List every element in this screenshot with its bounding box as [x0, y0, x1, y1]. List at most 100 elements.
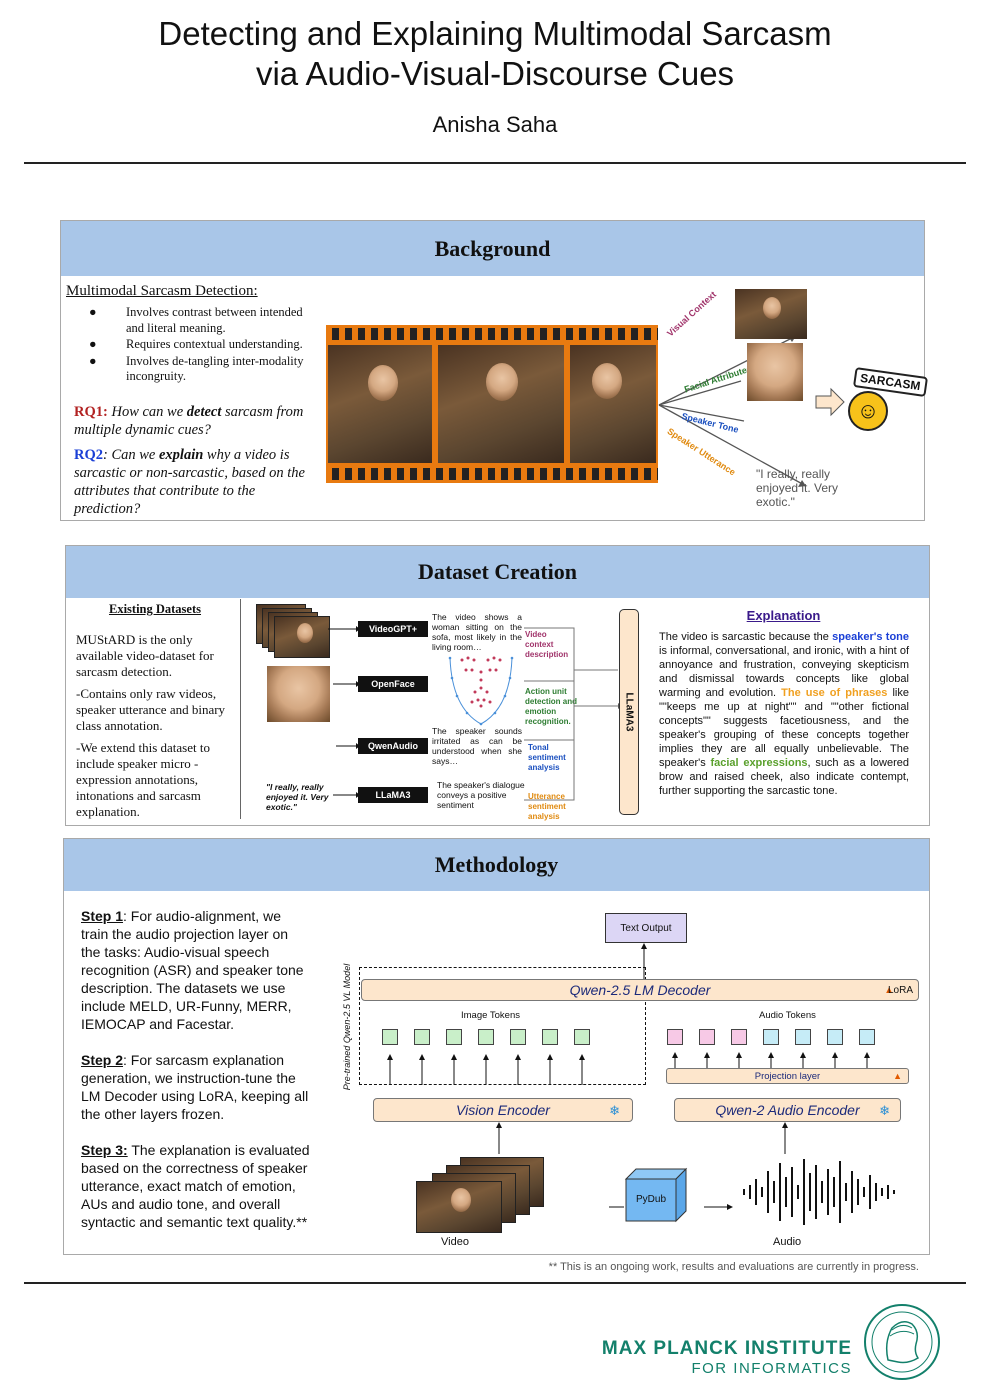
audio-token — [795, 1029, 811, 1045]
background-heading: Background — [61, 221, 924, 276]
fire-icon: ▲ — [884, 985, 894, 996]
dataset-panel: Dataset Creation Existing Datasets MUStA… — [65, 545, 930, 826]
facial-closeup — [747, 343, 803, 401]
pretrained-boundary — [359, 967, 646, 1085]
footnote: ** This is an ongoing work, results and … — [548, 1261, 919, 1273]
tool-videogpt: VideoGPT+ — [358, 621, 428, 637]
author-name: Anisha Saha — [432, 112, 558, 137]
film-strip — [326, 325, 658, 483]
tag-action-unit: Action unit detection and emotion recogn… — [525, 687, 578, 726]
text-output-box: Text Output — [605, 913, 687, 943]
audio-input-waveform — [743, 1159, 895, 1225]
image-token — [542, 1029, 558, 1045]
image-token-row — [382, 1029, 590, 1045]
step-2: Step 2: For sarcasm explanation generati… — [81, 1052, 309, 1122]
step-3: Step 3: The explanation is evaluated bas… — [81, 1142, 310, 1230]
tool-llama3: LLaMA3 — [358, 787, 428, 803]
existing-datasets-title: Existing Datasets — [108, 602, 202, 616]
rq2-text: RQ2: Can we explain why a video is sarca… — [74, 447, 305, 517]
utterance-quote: "I really, really enjoyed it. Very exoti… — [266, 782, 329, 812]
audio-waveform — [260, 735, 327, 757]
audio-description: The speaker sounds irritated as can be u… — [432, 726, 522, 766]
laughing-emoji-icon: ☺ — [848, 391, 888, 431]
vision-encoder-box: Vision Encoder ❄ — [373, 1098, 633, 1122]
top-divider — [24, 162, 966, 164]
tool-openface: OpenFace — [358, 676, 428, 692]
tool-qwenaudio: QwenAudio — [358, 738, 428, 754]
video-description: The video shows a woman sitting on the s… — [432, 612, 522, 652]
image-token — [510, 1029, 526, 1045]
text-description: The speaker's dialogue conveys a positiv… — [437, 780, 525, 810]
bullet-item: ●Involves de-tangling inter-modality inc… — [89, 353, 304, 384]
dataset-paragraph: MUStARD is the only available video-data… — [76, 632, 214, 679]
methodology-panel: Methodology Step 1: For audio-alignment,… — [63, 838, 930, 1255]
video-frames-thumbnail — [274, 616, 330, 658]
existing-datasets-text: MUStARD is the only available video-data… — [76, 632, 236, 820]
token-arrows — [387, 1052, 870, 1085]
llama3-vertical-label: LLaMA3 — [623, 692, 635, 732]
speaker-tone-waveform — [749, 412, 811, 440]
background-panel: Background Multimodal Sarcasm Detection:… — [60, 220, 928, 521]
audio-token — [731, 1029, 747, 1045]
pretrained-label: Pre-trained Qwen-2.5 VL Model — [342, 963, 352, 1091]
mpi-seal-logo — [864, 1304, 940, 1380]
poster-title: Detecting and Explaining Multimodal Sarc… — [0, 14, 990, 94]
explanation-text: The video is sarcastic because the speak… — [659, 631, 909, 797]
image-tokens-label: Image Tokens — [461, 1010, 520, 1021]
fire-icon: ▲ — [893, 1071, 902, 1081]
vision-encoder-label: Vision Encoder — [456, 1102, 550, 1118]
audio-encoder-label: Qwen-2 Audio Encoder — [715, 1102, 860, 1118]
audio-label: Audio — [773, 1236, 802, 1248]
bullet-item: ●Requires contextual understanding. — [89, 337, 303, 351]
tool-arrows — [328, 626, 360, 798]
visual-context-thumbnail — [735, 289, 807, 339]
title-line-2: via Audio-Visual-Discourse Cues — [255, 55, 735, 92]
output-arrow — [641, 943, 647, 979]
audio-tokens-label: Audio Tokens — [759, 1010, 816, 1021]
image-token — [382, 1029, 398, 1045]
tag-tonal: Tonal sentiment analysis — [528, 743, 566, 772]
background-bullets: ●Involves contrast between intended and … — [89, 305, 319, 385]
dataset-paragraph: -We extend this dataset to include speak… — [76, 740, 210, 819]
background-quote: "I really, really enjoyed it. Very exoti… — [756, 467, 839, 509]
snowflake-icon: ❄ — [609, 1103, 620, 1118]
audio-token-row — [667, 1029, 875, 1045]
lora-label: LoRA — [887, 985, 913, 996]
projection-layer-box: Projection layer ▲ — [666, 1068, 909, 1084]
dataset-divider — [240, 599, 241, 819]
dataset-paragraph: -Contains only raw videos, speaker utter… — [76, 686, 226, 733]
lm-decoder-label: Qwen-2.5 LM Decoder — [569, 982, 711, 998]
methodology-steps: Step 1: For audio-alignment, we train th… — [81, 907, 311, 1231]
explanation-title: Explanation — [746, 608, 821, 623]
image-token — [414, 1029, 430, 1045]
lm-decoder-box: Qwen-2.5 LM Decoder ▲ LoRA — [361, 979, 919, 1001]
background-subheading: Multimodal Sarcasm Detection: — [66, 283, 258, 299]
dataset-heading: Dataset Creation — [66, 546, 929, 598]
audio-token — [699, 1029, 715, 1045]
audio-token — [763, 1029, 779, 1045]
video-label: Video — [441, 1236, 469, 1248]
bullet-item: ●Involves contrast between intended and … — [89, 305, 303, 335]
video-frames-input — [416, 1181, 502, 1233]
audio-encoder-box: Qwen-2 Audio Encoder ❄ — [674, 1098, 901, 1122]
rq1-text: RQ1: How can we detect sarcasm from mult… — [74, 404, 304, 438]
encoder-arrows — [496, 1122, 788, 1210]
bottom-divider — [24, 1282, 966, 1284]
institute-subname: FOR INFORMATICS — [691, 1360, 852, 1377]
face-thumbnail — [267, 666, 330, 722]
llama3-vertical-box — [619, 609, 639, 815]
tag-video-context: Video context description — [525, 630, 569, 659]
image-token — [574, 1029, 590, 1045]
methodology-heading: Methodology — [64, 839, 929, 891]
step-1: Step 1: For audio-alignment, we train th… — [81, 908, 304, 1032]
audio-token — [667, 1029, 683, 1045]
audio-token — [827, 1029, 843, 1045]
audio-token — [859, 1029, 875, 1045]
tag-utterance: Utterance sentiment analysis — [528, 792, 566, 821]
image-token — [446, 1029, 462, 1045]
projection-layer-label: Projection layer — [754, 1071, 821, 1082]
snowflake-icon: ❄ — [879, 1103, 890, 1118]
title-line-1: Detecting and Explaining Multimodal Sarc… — [158, 15, 832, 52]
face-landmarks — [448, 656, 514, 726]
pydub-cube — [624, 1167, 688, 1223]
